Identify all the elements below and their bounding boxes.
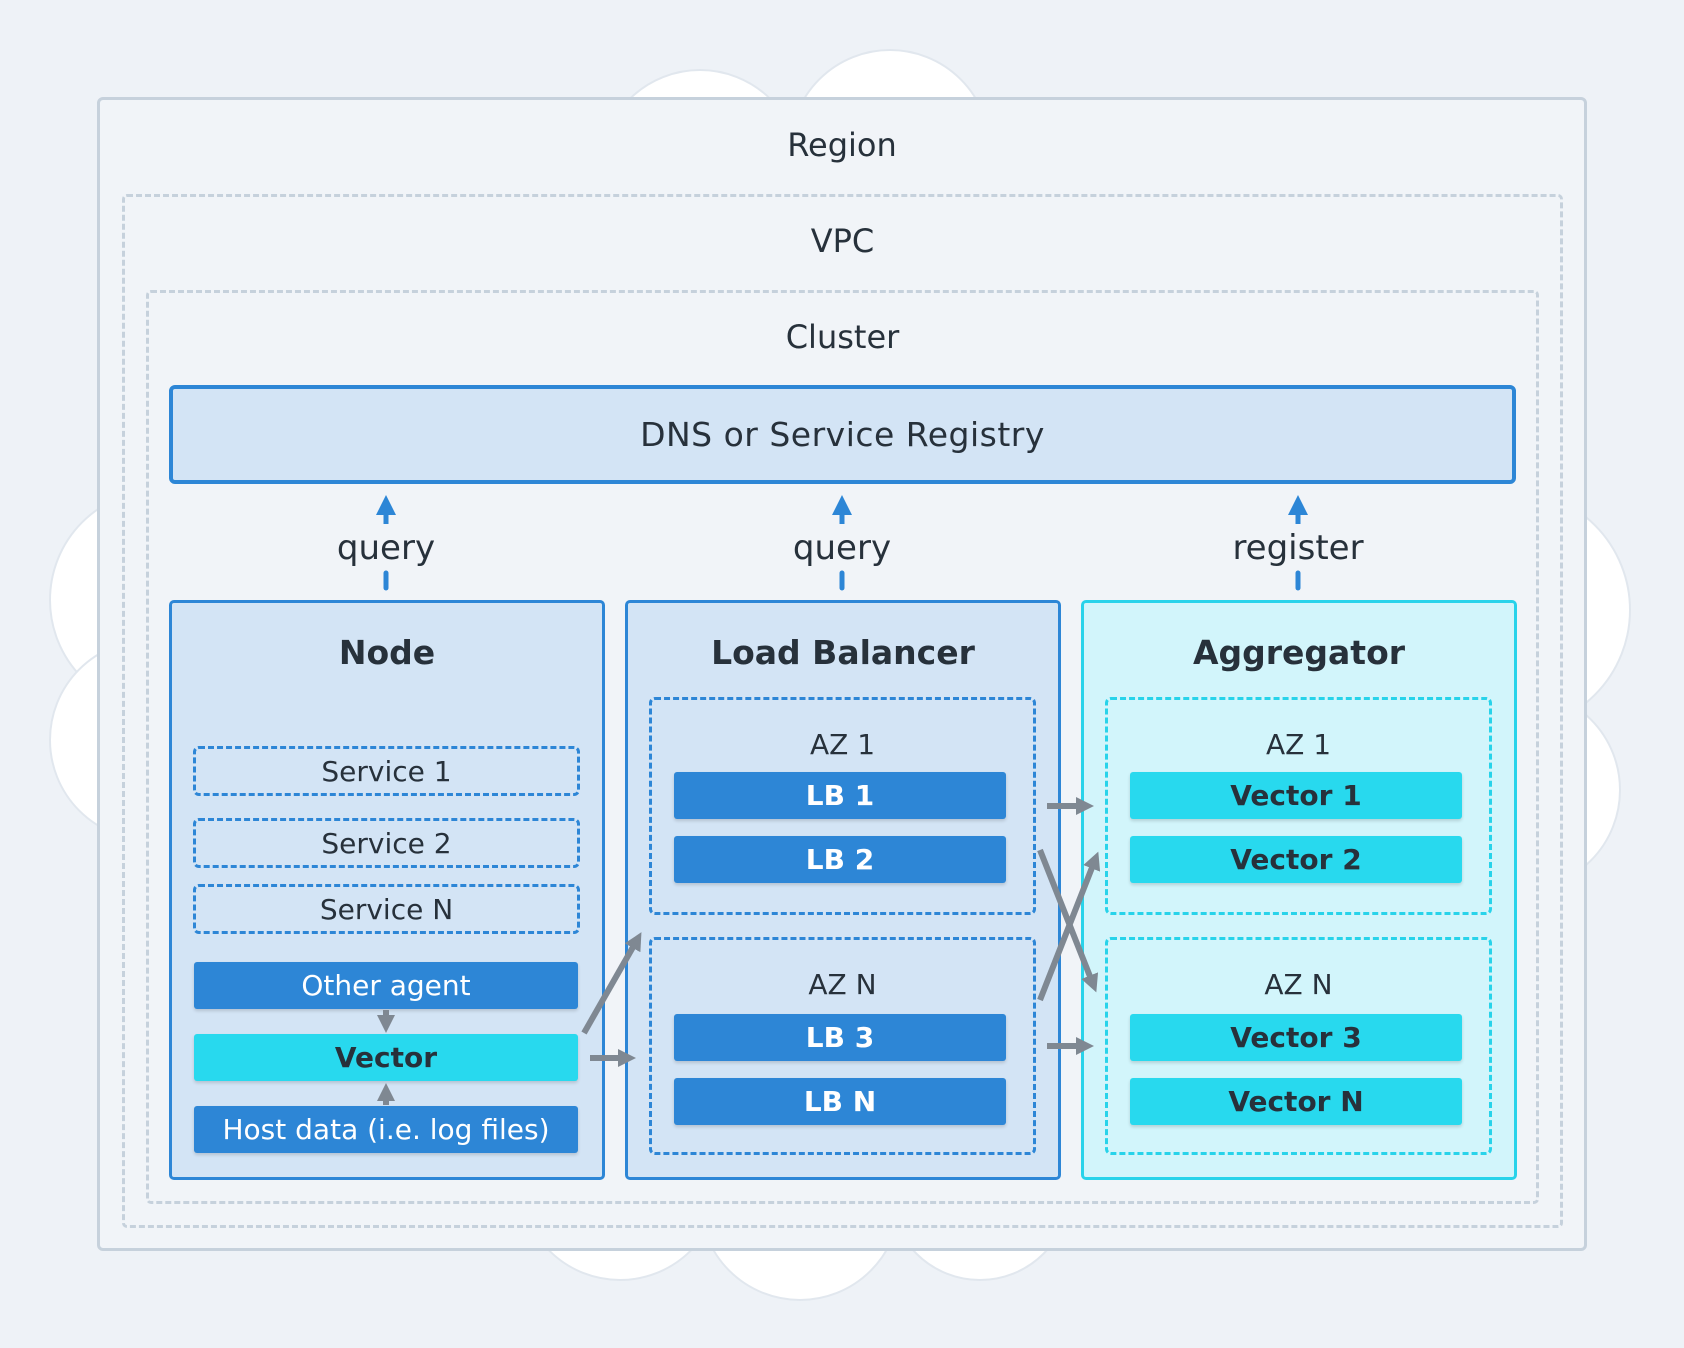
lb-3-label: LB 3: [805, 1021, 875, 1054]
vector-2-block: Vector 2: [1130, 836, 1462, 883]
region-label: Region: [787, 126, 897, 164]
service-n-box: Service N: [193, 884, 580, 934]
vector-1-block: Vector 1: [1130, 772, 1462, 819]
dns-label: DNS or Service Registry: [640, 415, 1045, 454]
lb-2-label: LB 2: [805, 843, 875, 876]
vector-2-label: Vector 2: [1230, 843, 1362, 876]
cluster-label: Cluster: [785, 318, 900, 356]
service-2-label: Service 2: [321, 826, 452, 860]
service-1-label: Service 1: [321, 754, 452, 788]
load-balancer-title: Load Balancer: [711, 633, 975, 672]
host-data-block: Host data (i.e. log files): [194, 1106, 578, 1153]
aggregator-register-label: register: [1232, 528, 1364, 568]
service-1-box: Service 1: [193, 746, 580, 796]
vector-3-label: Vector 3: [1230, 1021, 1362, 1054]
service-n-label: Service N: [319, 892, 454, 926]
lb-n-block: LB N: [674, 1078, 1006, 1125]
lb-3-block: LB 3: [674, 1014, 1006, 1061]
agg-az-n-label: AZ N: [1264, 968, 1333, 1001]
lb-1-label: LB 1: [805, 779, 875, 812]
lb-az-1-box: AZ 1: [649, 697, 1036, 915]
other-agent-block: Other agent: [194, 962, 578, 1009]
lb-az-n-label: AZ N: [808, 968, 877, 1001]
agg-az-1-label: AZ 1: [1265, 728, 1332, 761]
vector-n-block: Vector N: [1130, 1078, 1462, 1125]
vpc-label: VPC: [810, 222, 875, 260]
cluster-box: [146, 290, 1539, 1204]
lb-query-label: query: [792, 528, 892, 568]
agg-az-n-box: AZ N: [1105, 937, 1492, 1155]
vector-1-label: Vector 1: [1230, 779, 1362, 812]
node-vector-label: Vector: [334, 1041, 438, 1074]
aggregator-title: Aggregator: [1192, 633, 1406, 672]
lb-n-label: LB N: [803, 1085, 877, 1118]
other-agent-label: Other agent: [301, 969, 471, 1002]
lb-1-block: LB 1: [674, 772, 1006, 819]
lb-2-block: LB 2: [674, 836, 1006, 883]
vector-3-block: Vector 3: [1130, 1014, 1462, 1061]
vector-n-label: Vector N: [1228, 1085, 1364, 1118]
dns-service-registry: DNS or Service Registry: [169, 385, 1516, 484]
lb-az-n-box: AZ N: [649, 937, 1036, 1155]
service-2-box: Service 2: [193, 818, 580, 868]
node-vector-block: Vector: [194, 1034, 578, 1081]
lb-az-1-label: AZ 1: [809, 728, 876, 761]
node-title: Node: [338, 633, 436, 672]
vpc-box: [122, 194, 1563, 1228]
host-data-label: Host data (i.e. log files): [222, 1113, 550, 1146]
node-query-label: query: [336, 528, 436, 568]
agg-az-1-box: AZ 1: [1105, 697, 1492, 915]
